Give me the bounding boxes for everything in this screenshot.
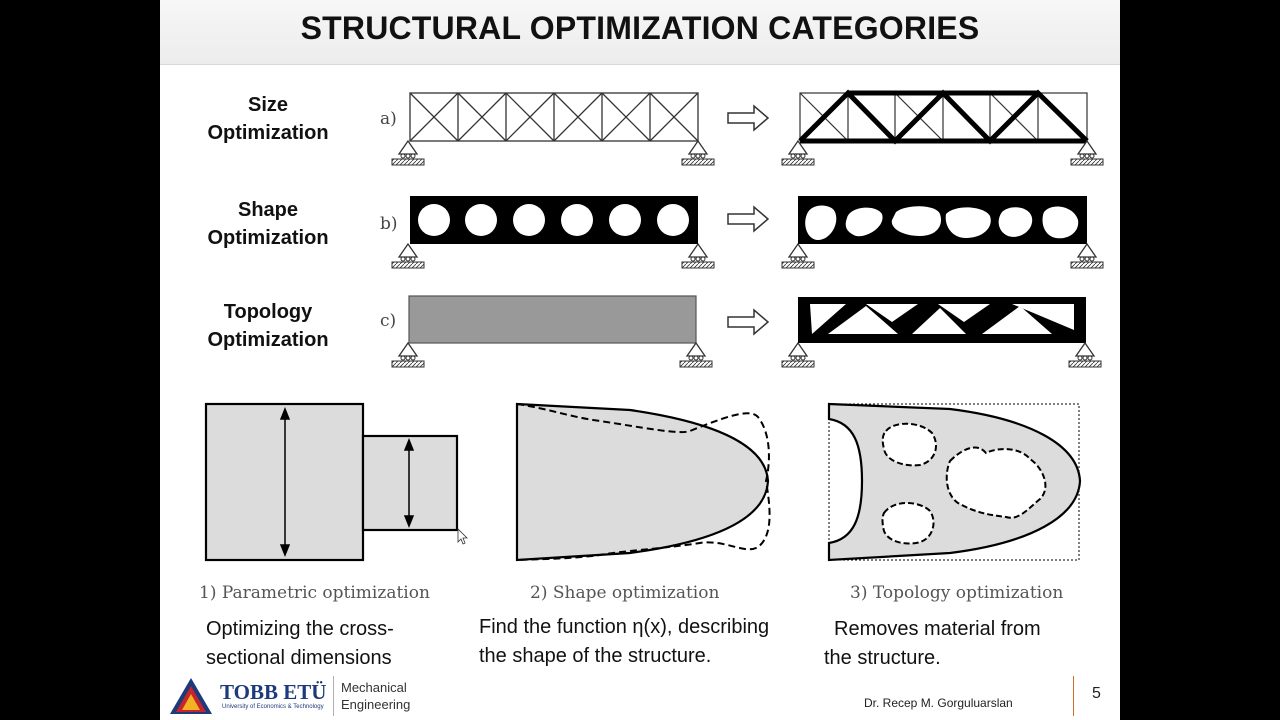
- row-label-size-line2: Optimization: [207, 122, 329, 144]
- arrow-right-icon: [727, 309, 769, 335]
- desc-shape-line2: the shape of the structure.: [479, 645, 712, 667]
- shape-dashed-contour: [516, 403, 771, 561]
- cursor-icon: [457, 528, 468, 545]
- slide: STRUCTURAL OPTIMIZATION CATEGORIES Size …: [160, 0, 1120, 720]
- slide-title: STRUCTURAL OPTIMIZATION CATEGORIES: [300, 10, 980, 46]
- desc-parametric-line2: sectional dimensions: [206, 647, 392, 669]
- tobb-logo-icon: [166, 674, 216, 720]
- desc-shape-line1: Find the function η(x), describing: [479, 616, 770, 638]
- row-label-size-line1: Size: [247, 94, 289, 116]
- marker-b: b): [380, 214, 398, 234]
- parametric-shape: [204, 402, 459, 562]
- arrow-right-icon: [727, 206, 769, 232]
- topology-holes: [881, 422, 1047, 545]
- truss-optimized: [798, 89, 1089, 145]
- logo-text: TOBB ETÜ: [220, 680, 327, 704]
- logo-subtitle: University of Economics & Technology: [222, 704, 324, 710]
- caption-shape: 2) Shape optimization: [530, 583, 720, 603]
- department-line2: Engineering: [341, 697, 411, 712]
- title-bar: STRUCTURAL OPTIMIZATION CATEGORIES: [160, 0, 1120, 65]
- desc-topology-line2: the structure.: [824, 647, 941, 669]
- marker-c: c): [380, 311, 396, 331]
- beam-holes-optimized: [798, 196, 1087, 244]
- department-line1: Mechanical: [341, 680, 407, 695]
- row-label-shape-line1: Shape: [237, 199, 299, 221]
- caption-parametric: 1) Parametric optimization: [199, 583, 430, 603]
- row-label-topology-line2: Optimization: [207, 329, 329, 351]
- desc-topology: Removes material from the structure.: [824, 615, 1041, 673]
- shape-body: [515, 402, 770, 562]
- row-label-topology-line1: Topology: [223, 301, 313, 323]
- row-label-shape: Shape Optimization: [188, 196, 348, 252]
- author: Dr. Recep M. Gorguluarslan: [864, 696, 1013, 710]
- truss-original: [409, 92, 699, 142]
- slide-footer: [160, 668, 1120, 720]
- desc-topology-line1: Removes material from: [834, 618, 1041, 640]
- row-label-size: Size Optimization: [188, 91, 348, 147]
- page-divider: [1073, 676, 1074, 716]
- dimension-arrows: [279, 406, 415, 558]
- department: Mechanical Engineering: [341, 679, 410, 713]
- row-label-topology: Topology Optimization: [188, 298, 348, 354]
- beam-holes-original: [410, 196, 698, 244]
- footer-divider: [333, 676, 334, 716]
- topology-design-domain: [408, 295, 697, 344]
- marker-a: a): [380, 109, 397, 129]
- topology-optimized-truss: [798, 297, 1086, 343]
- arrow-right-icon: [727, 105, 769, 131]
- caption-topology: 3) Topology optimization: [850, 583, 1064, 603]
- page-number: 5: [1092, 685, 1101, 702]
- optimization-figure: a) b): [380, 89, 1104, 368]
- desc-parametric-line1: Optimizing the cross-: [206, 618, 394, 640]
- row-label-shape-line2: Optimization: [207, 227, 329, 249]
- desc-shape: Find the function η(x), describing the s…: [479, 613, 769, 671]
- desc-parametric: Optimizing the cross- sectional dimensio…: [206, 615, 394, 673]
- panel-parametric: [204, 402, 1082, 562]
